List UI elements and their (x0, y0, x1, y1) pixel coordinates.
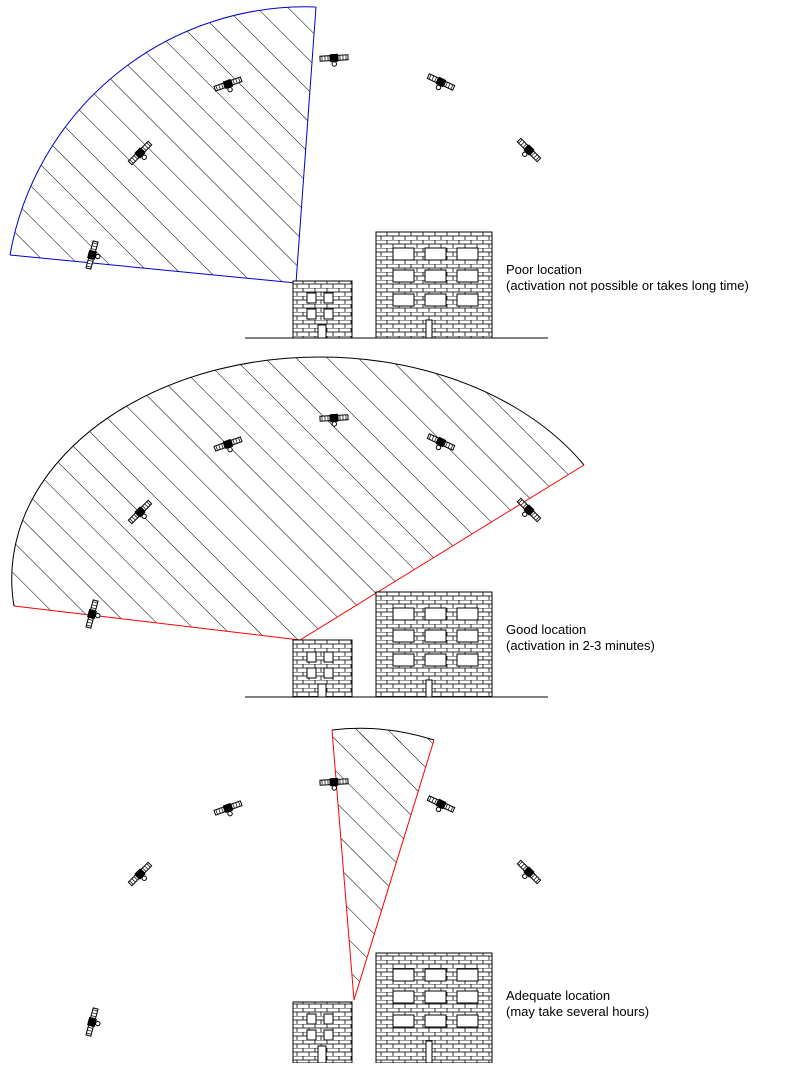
sky-arc (11, 356, 585, 607)
small-building (292, 280, 353, 339)
satellite-icon (512, 496, 543, 527)
caption-adequate: Adequate location (may take several hour… (506, 988, 649, 1020)
visible-sky-sector (11, 357, 585, 640)
panel-poor (9, 6, 548, 339)
caption-poor: Poor location (activation not possible o… (506, 262, 749, 294)
large-building (375, 591, 493, 698)
small-building (292, 1001, 353, 1064)
caption-subtitle: (activation not possible or takes long t… (506, 278, 749, 293)
caption-good: Good location (activation in 2-3 minutes… (506, 622, 655, 654)
satellite-icon (126, 860, 157, 891)
satellite-icon (512, 858, 543, 889)
large-building (375, 231, 493, 339)
sky-edge-right (353, 739, 435, 1001)
sky-arc (331, 727, 435, 741)
sky-edge-right (299, 464, 585, 641)
satellite-icon (424, 793, 456, 818)
sky-arc (9, 6, 317, 256)
satellite-icon (319, 52, 349, 68)
panel-adequate (84, 727, 543, 1064)
caption-title: Good location (506, 622, 587, 637)
sky-edge-right (295, 6, 317, 284)
large-building (375, 952, 493, 1064)
visible-sky-sector-body (332, 730, 434, 1000)
sky-edge-left (9, 254, 297, 284)
caption-title: Poor location (506, 262, 582, 277)
panel-good (11, 356, 585, 698)
caption-subtitle: (activation in 2-3 minutes) (506, 638, 655, 653)
visible-sky-sector (10, 6, 316, 284)
small-building (292, 639, 353, 698)
caption-title: Adequate location (506, 988, 611, 1003)
caption-subtitle: (may take several hours) (506, 1004, 650, 1019)
sky-edge-left (13, 605, 301, 641)
satellite-icon (84, 1006, 105, 1039)
sky-edge-left (331, 729, 355, 1001)
satellite-icon (512, 136, 543, 167)
satellite-icon (424, 71, 456, 96)
satellite-icon (212, 798, 245, 821)
